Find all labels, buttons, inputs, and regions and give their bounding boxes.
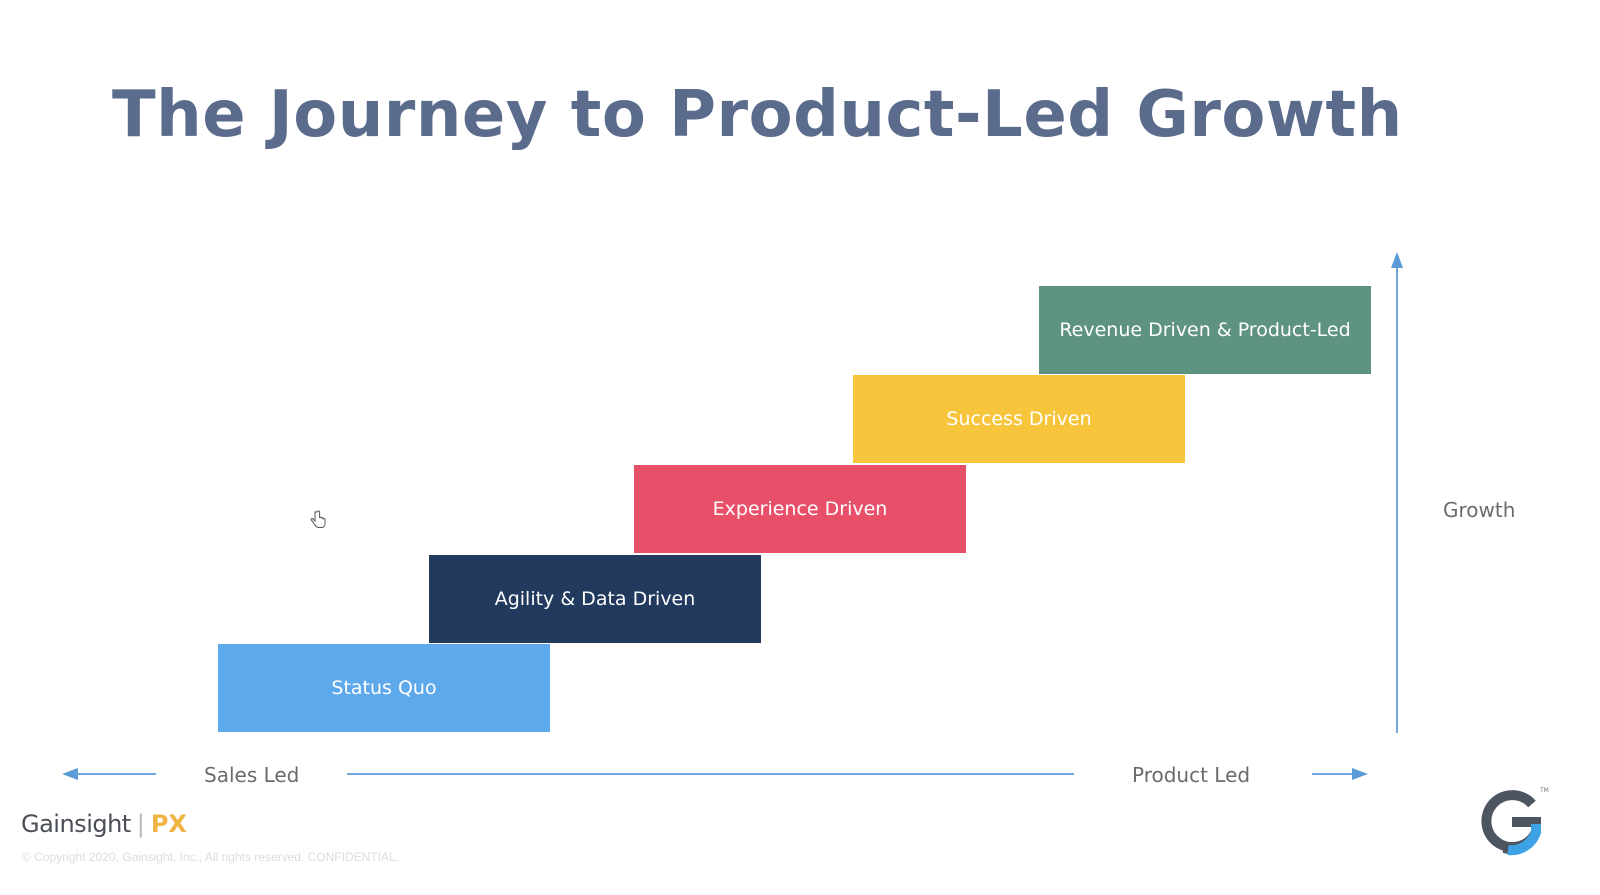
arrow-left-icon: [62, 768, 78, 780]
x-axis-right-segment: [1312, 773, 1354, 775]
step-label: Experience Driven: [712, 498, 888, 520]
growth-axis-line: [1396, 266, 1398, 733]
copyright-notice: © Copyright 2020, Gainsight, Inc., All r…: [22, 850, 399, 864]
gainsight-px-logo: Gainsight|PX: [21, 810, 187, 838]
x-axis-left-segment: [76, 773, 156, 775]
step-label: Revenue Driven & Product-Led: [1059, 319, 1351, 341]
step-revenue-driven-product-led: Revenue Driven & Product-Led: [1039, 286, 1371, 374]
step-label: Success Driven: [946, 408, 1092, 430]
step-status-quo: Status Quo: [218, 644, 550, 732]
logo-separator: |: [136, 810, 145, 838]
product-name: PX: [150, 810, 187, 838]
step-label: Status Quo: [331, 677, 437, 699]
step-success-driven: Success Driven: [853, 375, 1185, 463]
arrow-right-icon: [1352, 768, 1368, 780]
slide-title: The Journey to Product-Led Growth: [112, 78, 1403, 152]
step-experience-driven: Experience Driven: [634, 465, 966, 553]
step-label: Agility & Data Driven: [494, 588, 696, 610]
arrow-up-icon: [1391, 252, 1403, 268]
sales-led-label: Sales Led: [204, 763, 300, 787]
step-agility-data-driven: Agility & Data Driven: [429, 555, 761, 643]
growth-label: Growth: [1443, 498, 1516, 522]
hand-pointer-cursor-icon: [310, 510, 326, 528]
brand-name: Gainsight: [21, 810, 131, 838]
gainsight-g-logo-icon: TM: [1481, 787, 1549, 856]
product-led-label: Product Led: [1132, 763, 1251, 787]
x-axis-middle-segment: [347, 773, 1074, 775]
svg-text:TM: TM: [1539, 787, 1549, 794]
